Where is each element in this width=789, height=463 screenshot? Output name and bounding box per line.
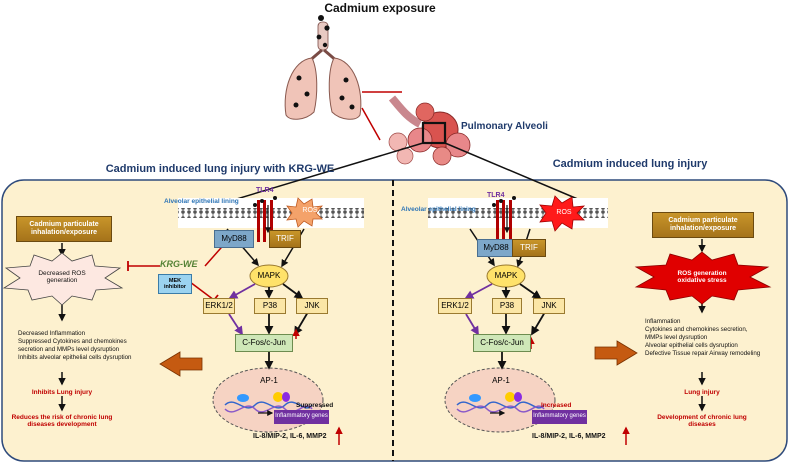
- left-erk: ERK1/2: [203, 298, 235, 314]
- left-mapk: MAPK: [257, 271, 281, 280]
- alveoli-label: Pulmonary Alveoli: [461, 121, 548, 132]
- left-tlr4-label: TLR4: [256, 187, 274, 194]
- right-epithelial-label: Alveolar epithelial lining: [401, 206, 476, 213]
- left-tlr4: [253, 196, 277, 242]
- left-cytokines: IL-8/MIP-2, IL-6, MMP2: [253, 433, 327, 440]
- right-ros-box: ROS generation oxidative stress: [677, 270, 727, 285]
- right-effect-3: MMPs level dysruption: [645, 334, 708, 341]
- left-outcome-1: Inhibits Lung injury: [31, 389, 93, 396]
- left-genes: Inflammatory genes: [275, 413, 328, 419]
- right-trif: TRIF: [512, 239, 546, 257]
- right-p38: P38: [492, 298, 522, 314]
- left-trif: TRIF: [269, 230, 301, 248]
- left-status: Suppressed: [296, 402, 334, 409]
- right-erk: ERK1/2: [438, 298, 472, 314]
- right-cfos: C-Fos/c-Jun: [473, 334, 531, 352]
- right-outcome-2: Development of chronic lung diseases: [657, 414, 747, 429]
- left-myd88: MyD88: [214, 230, 254, 248]
- left-epithelial-label: Alveolar epithelial lining: [164, 198, 239, 205]
- right-ros-label: ROS: [556, 209, 572, 216]
- left-cfos: C-Fos/c-Jun: [235, 334, 293, 352]
- left-effect-4: Inhibits alveolar epithelial cells dysru…: [18, 354, 132, 361]
- left-effect-3: secretion and MMPs level dysruption: [18, 346, 120, 353]
- left-panel-title: Cadmium induced lung injury with KRG-WE: [105, 163, 335, 175]
- right-effect-5: Defective Tissue repair Airway remodelin…: [645, 350, 761, 357]
- left-ros-box: Decreased ROS generation: [38, 270, 86, 285]
- right-status: Increased: [541, 402, 572, 409]
- krg-label: KRG-WE: [160, 259, 198, 269]
- right-trigger-box: Cadmium particulate inhalation/exposure: [652, 212, 754, 238]
- right-tlr4: [492, 196, 516, 242]
- left-effect-2: Suppressed Cytokines and chemokines: [18, 338, 127, 345]
- left-trigger-box: Cadmium particulate inhalation/exposure: [16, 216, 112, 242]
- right-myd88: MyD88: [477, 239, 515, 257]
- right-panel-title: Cadmium induced lung injury: [552, 158, 708, 170]
- mek-inhibitor: MEK inhibitor: [158, 274, 192, 294]
- right-ap1: AP-1: [492, 376, 510, 385]
- left-effect-1: Decreased Inflammation: [18, 330, 86, 337]
- main-panel: [1, 179, 788, 462]
- figure-title: Cadmium exposure: [324, 1, 436, 15]
- left-ros-label: ROS: [302, 207, 318, 214]
- right-genes: Inflammatory genes: [533, 413, 586, 419]
- right-tlr4-label: TLR4: [487, 192, 505, 199]
- left-outcome-2: Reduces the risk of chronic lung disease…: [11, 414, 113, 429]
- right-outcome-1: Lung injury: [684, 389, 720, 396]
- alveoli-illustration: [388, 95, 471, 166]
- right-jnk: JNK: [533, 298, 565, 314]
- right-effect-4: Alveolar epithelial cells dysruption: [645, 342, 738, 349]
- right-cytokines: IL-8/MIP-2, IL-6, MMP2: [532, 433, 606, 440]
- left-p38: P38: [254, 298, 286, 314]
- right-effect-1: Inflammation: [645, 318, 681, 325]
- left-jnk: JNK: [296, 298, 328, 314]
- right-effect-2: Cytokines and chemokines secretion,: [645, 326, 748, 333]
- right-mapk: MAPK: [494, 271, 518, 280]
- lungs-illustration: [284, 15, 362, 120]
- left-ap1: AP-1: [260, 376, 278, 385]
